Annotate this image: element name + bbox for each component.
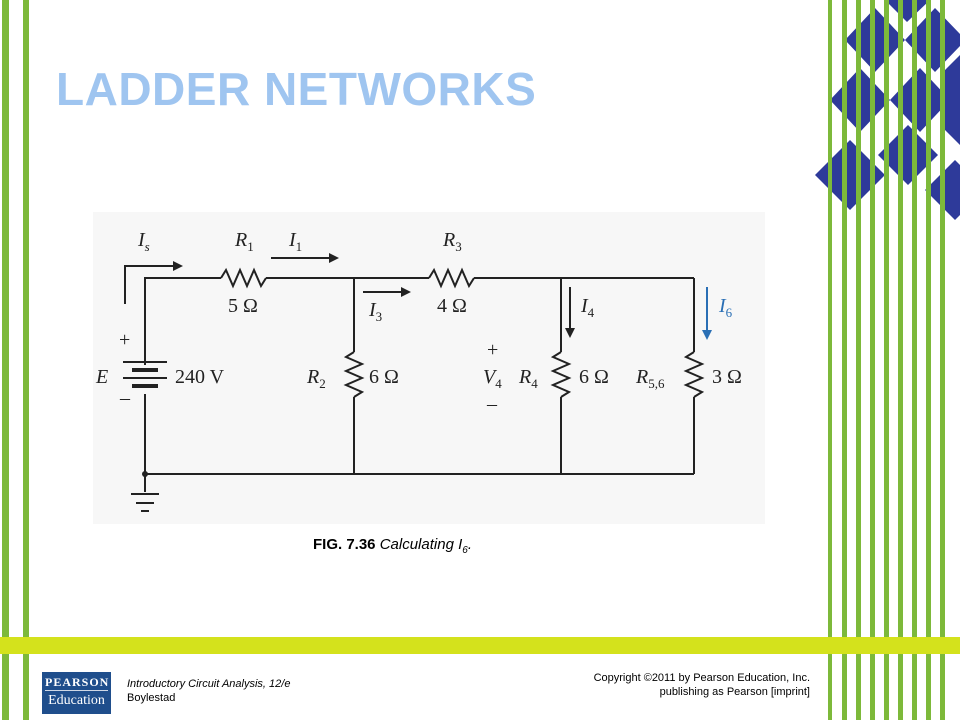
- arrowhead-i3: [401, 287, 411, 297]
- stripe: [912, 0, 917, 720]
- arrowhead-is: [173, 261, 183, 271]
- arrow-is: [124, 265, 173, 304]
- diamond-shape: [905, 8, 960, 72]
- diamond-shape: [878, 125, 938, 185]
- value-r4: 6 Ω: [579, 366, 609, 388]
- wire-top-left: [144, 277, 221, 365]
- label-e-minus: –: [119, 387, 131, 409]
- label-i1: I1: [288, 229, 302, 254]
- circuit-wires: [124, 257, 708, 512]
- label-is: Is: [137, 229, 150, 254]
- caption-label: FIG. 7.36: [313, 536, 376, 553]
- caption-text: Calculating I6.: [375, 536, 472, 556]
- label-r3: R3: [442, 229, 462, 254]
- resistor-r1-zigzag: [220, 267, 267, 289]
- label-v4-plus: +: [487, 339, 498, 361]
- book-title: Introductory Circuit Analysis, 12/e: [127, 678, 291, 690]
- caption-text-end: .: [467, 536, 472, 553]
- label-i3: I3: [368, 299, 382, 324]
- value-r2: 6 Ω: [369, 366, 399, 388]
- label-v4-minus: –: [486, 393, 498, 415]
- stripe: [898, 0, 903, 720]
- resistor-r4-zigzag: [550, 351, 572, 398]
- book-author: Boylestad: [127, 692, 176, 704]
- logo-line-1: PEARSON: [45, 672, 108, 691]
- battery-symbol: [123, 343, 167, 388]
- book-info: Introductory Circuit Analysis, 12/e Boyl…: [127, 677, 290, 705]
- resistor-r2-zigzag: [343, 351, 365, 398]
- stripe: [884, 0, 889, 720]
- label-r2: R2: [306, 366, 326, 391]
- stripe: [856, 0, 861, 720]
- copyright-line-1: Copyright ©2011 by Pearson Education, In…: [593, 672, 810, 684]
- diamond-shape: [815, 140, 885, 210]
- stripe: [842, 0, 847, 720]
- label-e-plus: +: [119, 329, 130, 351]
- pearson-logo: PEARSON Education: [42, 672, 111, 714]
- label-i6: I6: [718, 295, 733, 320]
- figure-caption: FIG. 7.36 Calculating I6.: [313, 536, 472, 556]
- value-r56: 3 Ω: [712, 366, 742, 388]
- slide-title: LADDER NETWORKS: [56, 63, 537, 115]
- label-r4: R4: [518, 366, 538, 391]
- diamond-shape: [890, 68, 950, 132]
- caption-text-main: Calculating I: [375, 536, 463, 553]
- stripe: [828, 0, 832, 720]
- arrowhead-i6: [702, 330, 712, 340]
- value-r1: 5 Ω: [228, 295, 258, 317]
- value-e: 240 V: [175, 366, 225, 388]
- footer-band: [0, 637, 960, 654]
- stripe: [940, 0, 945, 720]
- resistor-r56-zigzag: [683, 351, 705, 398]
- arrowhead-i4: [565, 328, 575, 338]
- label-i4: I4: [580, 295, 595, 320]
- stripe: [926, 0, 931, 720]
- diamond-shape: [885, 0, 930, 22]
- label-r1: R1: [234, 229, 254, 254]
- label-r56: R5,6: [635, 366, 665, 391]
- circuit-labels: Is R1 I1 5 Ω R3 4 Ω I3 I4 I6 + E 240 V –…: [95, 229, 742, 415]
- resistor-r3-zigzag: [428, 267, 475, 289]
- arrowhead-i1: [329, 253, 339, 263]
- stripe: [2, 0, 9, 720]
- arrowheads: [173, 253, 712, 340]
- copyright-line-2: publishing as Pearson [imprint]: [659, 686, 810, 698]
- ground-node: [142, 471, 148, 477]
- circuit-diagram: Is R1 I1 5 Ω R3 4 Ω I3 I4 I6 + E 240 V –…: [95, 229, 742, 512]
- caption-text-sub: 6: [462, 545, 468, 556]
- label-e: E: [95, 366, 108, 388]
- label-v4: V4: [483, 366, 502, 391]
- copyright-notice: Copyright ©2011 by Pearson Education, In…: [594, 671, 810, 699]
- logo-line-2: Education: [48, 693, 105, 708]
- stripe: [870, 0, 875, 720]
- stripe: [23, 0, 29, 720]
- value-r3: 4 Ω: [437, 295, 467, 317]
- circuit-figure: Is R1 I1 5 Ω R3 4 Ω I3 I4 I6 + E 240 V –…: [93, 212, 765, 524]
